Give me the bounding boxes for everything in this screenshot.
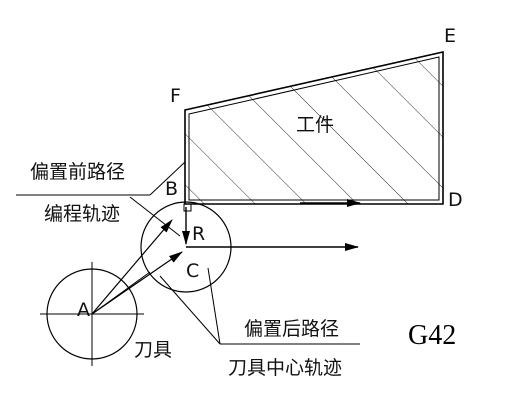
tool-circle-c [140, 201, 232, 293]
workpiece-inner-edge [188, 56, 440, 201]
leader-tool-center [159, 275, 221, 345]
label-c: C [186, 260, 199, 282]
leader-path-after-offset [207, 267, 221, 345]
workpiece-label: 工件 [296, 114, 334, 136]
label-r: R [192, 223, 205, 245]
label-a: A [77, 299, 90, 321]
tool-label: 刀具 [134, 339, 172, 361]
corner-marker [183, 203, 192, 212]
label-d: D [448, 189, 463, 211]
leader-path-before-offset-diagonal [149, 161, 186, 196]
programmed-path-label: 编程轨迹 [44, 203, 120, 225]
path-before-offset-label: 偏置前路径 [30, 161, 125, 183]
workpiece [184, 51, 444, 205]
move-arrow-a-to-b [91, 219, 173, 315]
leader-programmed-path [129, 196, 181, 237]
tangent-line-lower [91, 271, 151, 315]
workpiece-body [184, 51, 444, 205]
label-e: E [444, 25, 456, 47]
label-f: F [170, 85, 181, 107]
tool-center-path-label: 刀具中心轨迹 [228, 357, 342, 379]
gcode-label: G42 [408, 320, 456, 351]
path-after-offset-label: 偏置后路径 [244, 318, 339, 340]
label-b: B [165, 178, 178, 200]
